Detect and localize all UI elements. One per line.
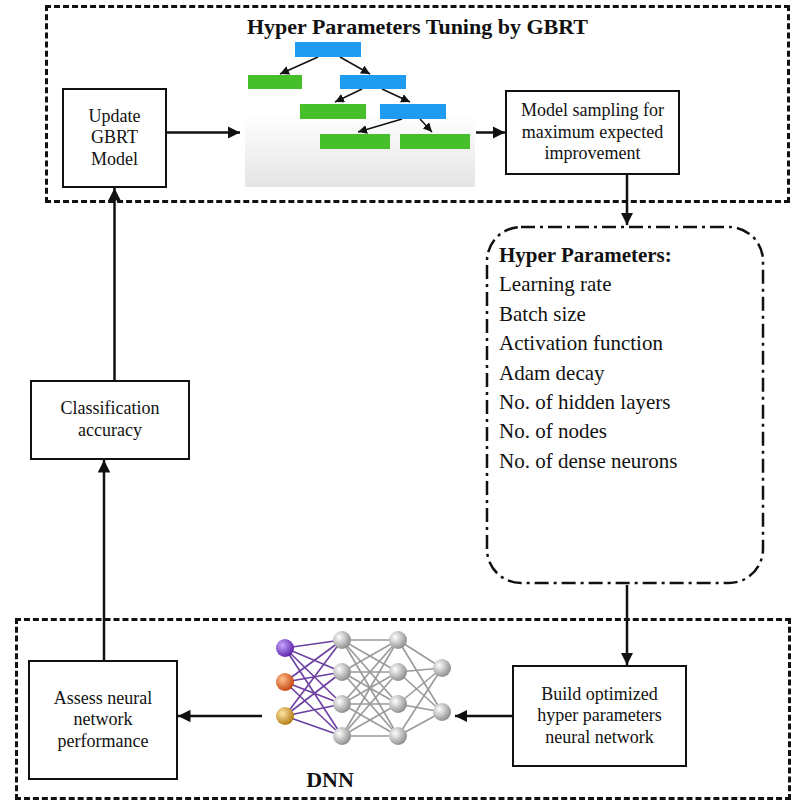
flow-arrow <box>103 460 106 660</box>
box-label: Classification accuracy <box>40 398 180 441</box>
flow-arrow <box>113 188 116 380</box>
neural-network-illustration <box>276 631 451 745</box>
list-item: No. of dense neurons <box>499 447 751 476</box>
tuning-region: Hyper Parameters Tuning by GBRT Update GB… <box>45 5 790 203</box>
region-title: Hyper Parameters Tuning by GBRT <box>48 14 787 40</box>
process-box: Model sampling for maximum expected impr… <box>505 90 680 175</box>
box-label: Build optimized hyper parameters neural … <box>522 684 677 749</box>
arrowhead <box>228 126 240 138</box>
process-box: Build optimized hyper parameters neural … <box>512 665 687 767</box>
box-label: Model sampling for maximum expected impr… <box>515 100 670 165</box>
parameter-list: Hyper Parameters:Learning rateBatch size… <box>485 225 765 585</box>
list-heading: Hyper Parameters: <box>499 241 751 270</box>
box-label: Assess neural network performance <box>38 688 168 753</box>
dnn-region: DNN Assess neural network performance Buil… <box>15 618 791 800</box>
list-item: Adam decay <box>499 359 751 388</box>
list-item: No. of nodes <box>499 417 751 446</box>
list-item: Activation function <box>499 329 751 358</box>
process-box: Update GBRT Model <box>62 88 167 188</box>
result-box: Classification accuracy <box>30 380 190 460</box>
flow-arrow <box>167 131 505 134</box>
list-item: Batch size <box>499 300 751 329</box>
tree-illustration <box>245 42 475 187</box>
box-label: Update GBRT Model <box>72 106 157 171</box>
arrowhead <box>455 710 467 722</box>
region-title: DNN <box>306 767 354 793</box>
flow-arrow <box>626 175 629 225</box>
flow-arrow <box>626 585 629 665</box>
list-item: No. of hidden layers <box>499 388 751 417</box>
list-item: Learning rate <box>499 270 751 299</box>
process-box: Assess neural network performance <box>28 660 178 780</box>
